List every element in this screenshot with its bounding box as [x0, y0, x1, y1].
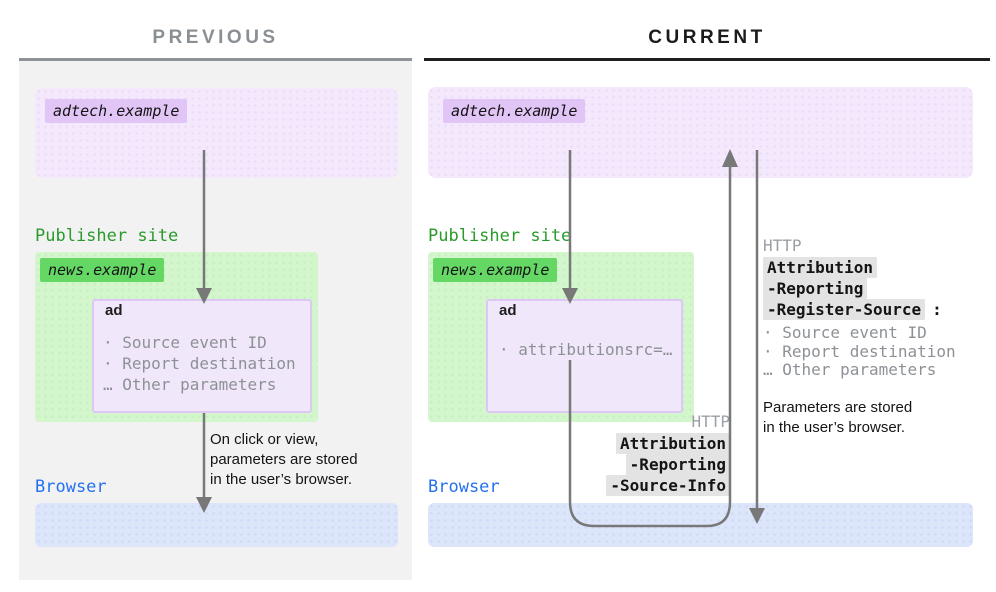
previous-adtech-domain-label: adtech.example — [45, 99, 188, 123]
current-browser-box — [428, 503, 973, 547]
http-protocol-label: HTTP — [691, 412, 730, 431]
http-header-line: -Reporting — [763, 278, 868, 299]
http-header-line: Attribution — [763, 257, 877, 278]
ad-param: · Source event ID — [103, 333, 267, 352]
http-header-line: -Register-Source — [763, 299, 926, 320]
http-source-info-block: HTTP Attribution -Reporting -Source-Info — [606, 412, 730, 496]
http-register-source-block: HTTP Attribution -Reporting -Register-So… — [763, 236, 956, 438]
previous-publisher-site-label: Publisher site — [35, 226, 179, 246]
previous-ad-box — [92, 299, 312, 413]
current-storage-note: Parameters are stored in the user’s brow… — [763, 398, 956, 438]
note-line: parameters are stored — [210, 451, 358, 468]
previous-storage-note: On click or view, parameters are stored … — [210, 430, 358, 490]
previous-title: PREVIOUS — [152, 27, 279, 48]
http-register-params: · Source event ID · Report destination …… — [763, 323, 956, 380]
current-ad-title: ad — [499, 302, 517, 319]
current-publisher-site-label: Publisher site — [428, 226, 572, 246]
ad-param: · attributionsrc=… — [499, 340, 673, 359]
http-header-line: -Source-Info — [606, 475, 730, 496]
current-adtech-domain-label: adtech.example — [443, 99, 586, 123]
current-browser-label: Browser — [428, 477, 500, 497]
http-colon: : — [932, 300, 942, 319]
ad-param: … Other parameters — [103, 375, 277, 394]
current-news-domain-label: news.example — [433, 258, 558, 282]
previous-browser-box — [35, 503, 398, 547]
http-param: · Report destination — [763, 341, 956, 361]
previous-ad-params: · Source event ID · Report destination …… — [103, 332, 296, 395]
previous-ad-title: ad — [105, 302, 123, 319]
note-line: Parameters are stored — [763, 398, 913, 416]
http-param: · Source event ID — [763, 323, 927, 342]
http-param: … Other parameters — [763, 360, 937, 379]
http-protocol-label: HTTP — [763, 236, 802, 255]
current-title: CURRENT — [648, 27, 766, 48]
current-ad-params: · attributionsrc=… — [499, 339, 672, 360]
previous-rule — [19, 58, 412, 61]
note-line: in the user’s browser. — [763, 418, 906, 436]
http-header-line: Attribution — [616, 433, 730, 454]
note-line: in the user’s browser. — [210, 471, 353, 488]
previous-news-domain-label: news.example — [40, 258, 165, 282]
current-rule — [424, 58, 990, 61]
http-header-line: -Reporting — [625, 454, 730, 475]
ad-param: · Report destination — [103, 354, 296, 373]
note-line: On click or view, — [210, 431, 319, 448]
previous-browser-label: Browser — [35, 477, 107, 497]
